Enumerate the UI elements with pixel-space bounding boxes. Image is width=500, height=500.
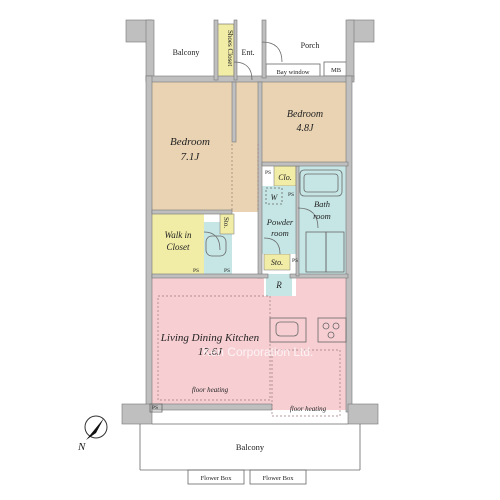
ps-label-toilet: PS: [224, 268, 230, 274]
entrance-label: Ent.: [241, 48, 254, 57]
floor-heating-right-label: floor heating: [290, 405, 327, 413]
powder-room: [262, 186, 298, 254]
bedroom-large-size: 7.1J: [181, 151, 201, 163]
porch-label: Porch: [301, 41, 320, 50]
flower-box-2-label: Flower Box: [263, 475, 295, 482]
bedroom-small-size: 4.8J: [297, 123, 315, 134]
floor-heating-left-label: floor heating: [192, 386, 229, 394]
ldk-room: [152, 278, 348, 410]
bath-annex: [298, 234, 346, 278]
ps-label-storage: PS: [292, 258, 298, 264]
floor-heating-area-left: [157, 295, 271, 401]
storage-powder-label: Sto.: [271, 258, 283, 267]
refrigerator-label: R: [275, 280, 282, 290]
ps-label-ldk: PS: [152, 405, 158, 411]
compass-circle: [84, 415, 108, 439]
compass: N: [77, 415, 108, 453]
north-arrow-icon: [86, 418, 104, 440]
walls: [121, 19, 379, 425]
bedroom-small-name: Bedroom: [287, 109, 323, 120]
bath-label-2: room: [313, 211, 331, 221]
ps-label-powder: PS: [288, 192, 294, 198]
refrigerator-spot: [266, 274, 292, 296]
bedroom-small: [262, 82, 348, 162]
flower-box-1-label: Flower Box: [201, 475, 233, 482]
ps-label-walkin: PS: [193, 268, 199, 274]
bedroom-large: [152, 82, 258, 212]
walkin-label-2: Closet: [166, 242, 190, 252]
watermark: Ken Corporation Ltd.: [203, 345, 314, 359]
floor-heating-area-right: [271, 349, 341, 417]
storage-hall-label: Sto.: [222, 217, 230, 228]
closet-label: Clo.: [278, 173, 292, 182]
ldk-name: Living Dining Kitchen: [160, 332, 260, 344]
compass-label: N: [77, 441, 86, 453]
powder-label-1: Powder: [266, 217, 294, 227]
walkin-label-1: Walk in: [165, 230, 192, 240]
walkin-closet-fill: [152, 214, 204, 276]
fixtures: [139, 41, 361, 485]
ldk-size: 17.6J: [198, 346, 223, 358]
shoes-closet-label: Shoes Closet: [226, 30, 234, 66]
balcony-bottom-label: Balcony: [236, 442, 265, 452]
bedroom-large-name: Bedroom: [170, 136, 210, 148]
bay-window-label: Bay window: [276, 69, 309, 76]
washer-label: W: [271, 193, 279, 202]
balcony-top-label: Balcony: [173, 48, 200, 57]
bath-label-1: Bath: [314, 199, 330, 209]
powder-label-2: room: [271, 228, 289, 238]
ps-label-closet: PS: [265, 170, 271, 176]
mb-label: MB: [331, 67, 342, 74]
